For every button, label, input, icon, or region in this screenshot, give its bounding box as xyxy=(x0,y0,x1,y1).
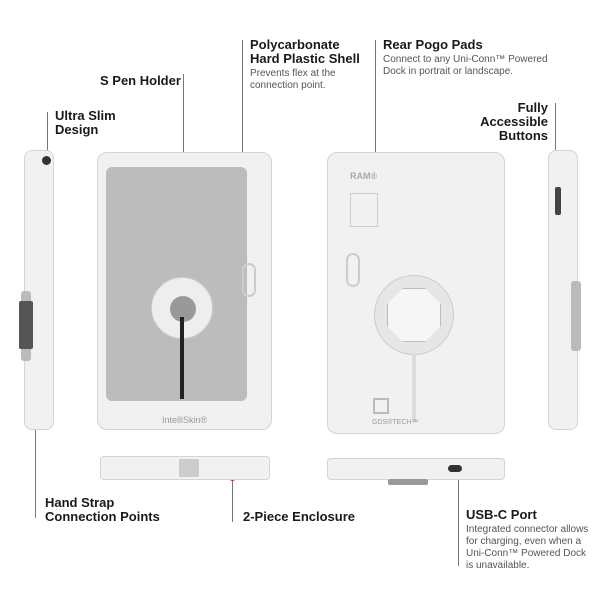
callout-line xyxy=(183,74,184,156)
usb-c-port xyxy=(448,465,462,472)
channel xyxy=(412,353,416,423)
enclosure-label: 2-Piece Enclosure xyxy=(243,509,355,524)
shell-label: Polycarbonate Hard Plastic Shell xyxy=(250,37,360,66)
pogo-label: Rear Pogo Pads xyxy=(383,37,483,52)
pogo-pads xyxy=(387,288,441,342)
s-pen-holder-label: S Pen Holder xyxy=(100,73,181,88)
strap-slot xyxy=(242,263,256,297)
front-case: IntelliSkin® xyxy=(97,152,272,430)
side-buttons xyxy=(555,187,561,215)
callout-line xyxy=(458,472,459,566)
callout-line xyxy=(47,112,48,154)
enclosure-bottom-piece xyxy=(100,456,270,480)
mount-plate xyxy=(374,275,454,355)
front-brand: IntelliSkin® xyxy=(162,415,208,425)
connector-block xyxy=(179,459,199,477)
strap-mount xyxy=(571,281,581,351)
usbc-label: USB-C Port xyxy=(466,507,537,522)
strap-label: Hand Strap Connection Points xyxy=(45,495,160,524)
callout-line xyxy=(242,40,243,162)
cable xyxy=(180,317,184,399)
mount-edge xyxy=(388,479,428,485)
rear-tech: GDS®TECH™ xyxy=(372,419,419,426)
usbc-desc: Integrated connector allows for charging… xyxy=(466,524,589,571)
gds-logo xyxy=(373,398,389,414)
shell-desc: Prevents flex at the connection point. xyxy=(250,68,336,91)
side-view-right xyxy=(548,150,581,430)
label-area xyxy=(350,193,378,227)
buttons-label: Fully Accessible Buttons xyxy=(480,100,548,143)
callout-line xyxy=(35,428,36,518)
rear-brand: RAM® xyxy=(350,171,378,181)
callout-line xyxy=(555,103,556,188)
port-hole xyxy=(42,156,51,165)
tablet-opening xyxy=(106,167,247,401)
pogo-desc: Connect to any Uni-Conn™ Powered Dock in… xyxy=(383,54,548,77)
rear-case: RAM® GDS®TECH™ xyxy=(327,152,505,434)
rear-bottom-view xyxy=(327,458,505,485)
side-view-left xyxy=(19,150,54,430)
slim-label: Ultra Slim Design xyxy=(55,108,116,137)
callout-line xyxy=(232,478,233,522)
strap-slot xyxy=(346,253,360,287)
strap xyxy=(19,301,33,349)
